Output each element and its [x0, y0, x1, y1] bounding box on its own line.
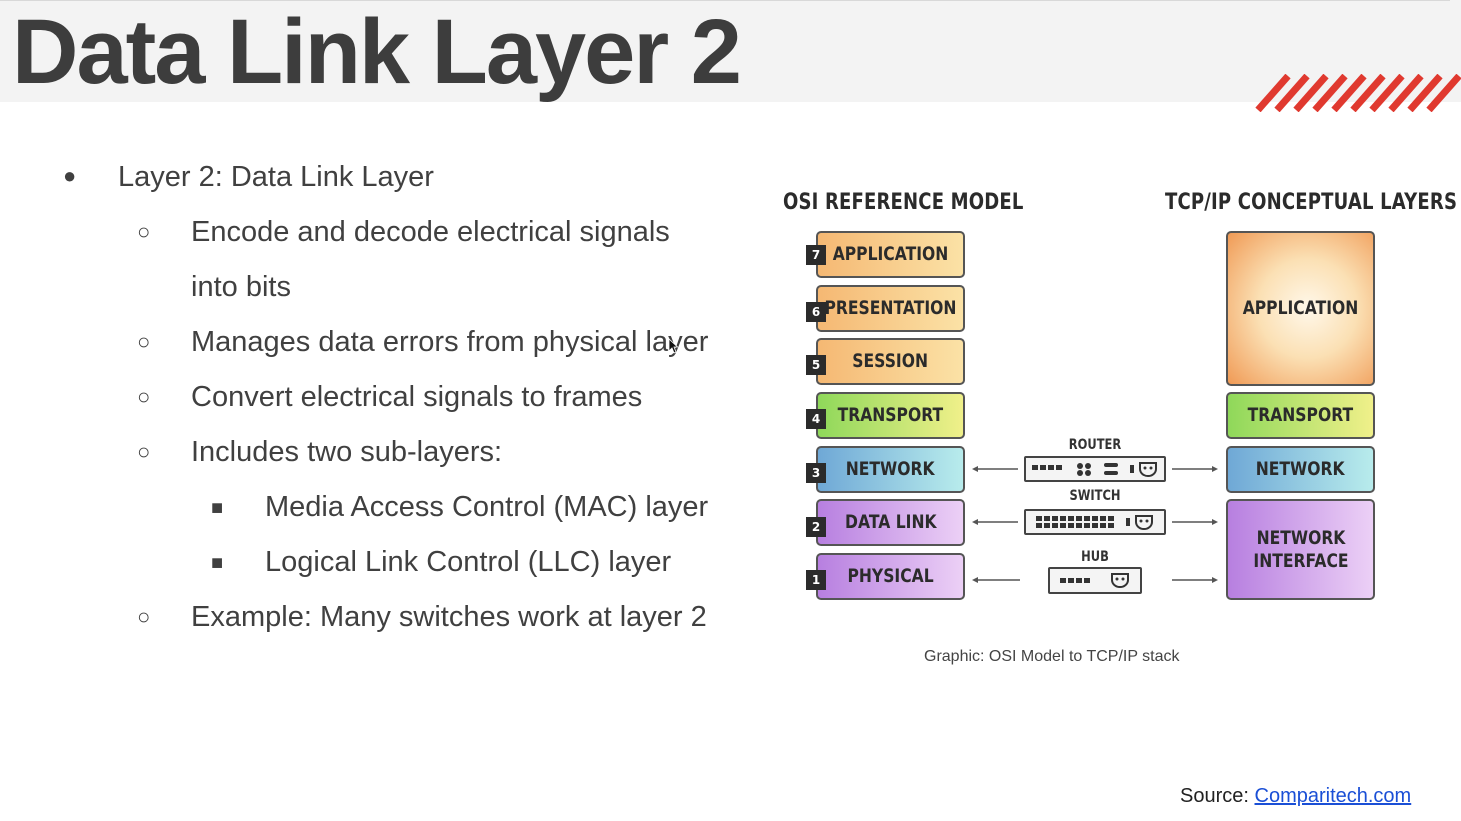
switch-icon: [1024, 509, 1166, 535]
square-marker: ■: [211, 497, 224, 519]
bullet-l2: ○ Includes two sub-layers:: [137, 435, 503, 469]
osi-layer-network: NETWORK: [816, 446, 965, 493]
layer-label: NETWORK: [1256, 458, 1345, 480]
arrow-right-icon: [1172, 519, 1218, 525]
router-label: ROUTER: [1068, 437, 1122, 453]
arrow-left-icon: [972, 577, 1020, 583]
circle-marker: ○: [137, 604, 151, 629]
layer-label: SESSION: [852, 350, 929, 372]
layer-label: NETWORK: [846, 458, 935, 480]
osi-layer-physical: PHYSICAL: [816, 553, 965, 600]
arrow-left-icon: [972, 466, 1018, 472]
layer-label-line: INTERFACE: [1252, 549, 1349, 572]
layer-label: APPLICATION: [1242, 297, 1359, 319]
layer-number-badge: 1: [806, 570, 826, 590]
mouse-cursor-icon: [668, 338, 678, 354]
bullet-l2-continuation: into bits: [191, 270, 291, 304]
circle-marker: ○: [137, 219, 151, 244]
bullet-text: Example: Many switches work at layer 2: [191, 601, 707, 633]
layer-label: PHYSICAL: [847, 565, 934, 587]
disc-marker: ●: [63, 163, 77, 188]
source-line: Source: Comparitech.com: [1180, 785, 1411, 808]
hub-icon: [1048, 567, 1142, 594]
switch-label: SWITCH: [1069, 488, 1121, 504]
bullet-text: into bits: [191, 271, 291, 303]
layer-number-badge: 7: [806, 245, 826, 265]
bullet-text: Convert electrical signals to frames: [191, 381, 643, 413]
tcp-layer-network: NETWORK: [1226, 446, 1375, 493]
layer-label-line: NETWORK: [1256, 526, 1345, 549]
layer-number-badge: 2: [806, 517, 826, 537]
tcp-column-title: TCP/IP CONCEPTUAL LAYERS: [1165, 190, 1458, 215]
title-top-rule: [0, 0, 1450, 1]
bullet-l2: ○ Convert electrical signals to frames: [137, 380, 643, 414]
figure-caption: Graphic: OSI Model to TCP/IP stack: [924, 648, 1180, 665]
arrow-right-icon: [1172, 577, 1218, 583]
layer-label: NETWORK INTERFACE: [1253, 527, 1348, 573]
layer-number-badge: 4: [806, 409, 826, 429]
bullet-l3: ■ Media Access Control (MAC) layer: [211, 490, 709, 524]
arrow-left-icon: [972, 519, 1018, 525]
hub-label: HUB: [1081, 549, 1109, 565]
bullet-l2: ○ Example: Many switches work at layer 2: [137, 600, 707, 634]
layer-label: TRANSPORT: [837, 404, 944, 426]
osi-column-title: OSI REFERENCE MODEL: [783, 190, 1024, 215]
bullet-text: Encode and decode electrical signals: [191, 216, 670, 248]
layer-number-badge: 5: [806, 355, 826, 375]
tcp-layer-application: APPLICATION: [1226, 231, 1375, 386]
bullet-l2: ○ Encode and decode electrical signals: [137, 215, 670, 249]
bullet-l1: ● Layer 2: Data Link Layer: [63, 160, 434, 194]
circle-marker: ○: [137, 384, 151, 409]
accent-stripes: [1255, 74, 1461, 112]
circle-marker: ○: [137, 439, 151, 464]
bullet-text: Includes two sub-layers:: [191, 436, 503, 468]
osi-layer-application: APPLICATION: [816, 231, 965, 278]
source-label: Source:: [1180, 785, 1249, 807]
layer-number-badge: 3: [806, 463, 826, 483]
layer-label: DATA LINK: [844, 511, 937, 533]
layer-label: PRESENTATION: [824, 297, 957, 319]
osi-layer-presentation: PRESENTATION: [816, 285, 965, 332]
bullet-l2: ○ Manages data errors from physical laye…: [137, 325, 709, 359]
layer-number-badge: 6: [806, 302, 826, 322]
osi-tcpip-diagram: OSI REFERENCE MODEL TCP/IP CONCEPTUAL LA…: [780, 185, 1457, 625]
bullet-l3: ■ Logical Link Control (LLC) layer: [211, 545, 672, 579]
tcp-layer-transport: TRANSPORT: [1226, 392, 1375, 439]
layer-label: APPLICATION: [832, 243, 949, 265]
osi-layer-data-link: DATA LINK: [816, 499, 965, 546]
square-marker: ■: [211, 552, 224, 574]
osi-layer-session: SESSION: [816, 338, 965, 385]
bullet-text: Manages data errors from physical layer: [191, 326, 709, 358]
osi-layer-transport: TRANSPORT: [816, 392, 965, 439]
tcp-layer-network-interface: NETWORK INTERFACE: [1226, 499, 1375, 600]
bullet-text: Layer 2: Data Link Layer: [118, 161, 434, 193]
bullet-text: Logical Link Control (LLC) layer: [265, 546, 672, 578]
router-icon: [1024, 456, 1166, 482]
circle-marker: ○: [137, 329, 151, 354]
layer-label: TRANSPORT: [1247, 404, 1354, 426]
title-band: [0, 0, 1461, 102]
slide-title: Data Link Layer 2: [12, 1, 742, 103]
bullet-text: Media Access Control (MAC) layer: [265, 491, 709, 523]
source-link[interactable]: Comparitech.com: [1254, 785, 1412, 807]
arrow-right-icon: [1172, 466, 1218, 472]
